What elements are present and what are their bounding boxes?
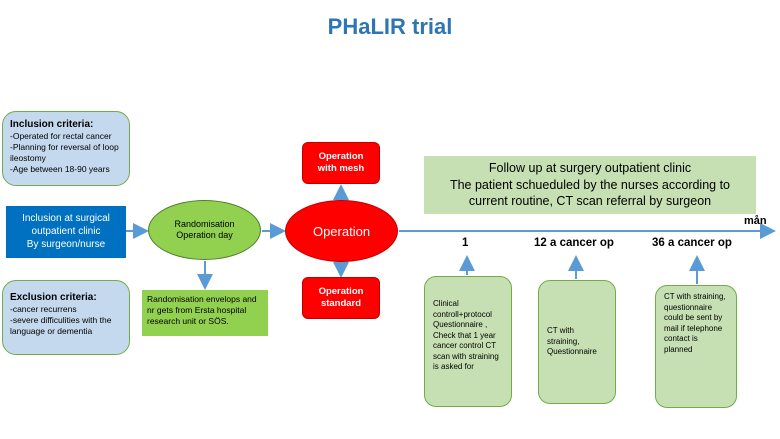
followup-box-12-text: CT with straining, Questionnaire [547, 326, 597, 357]
timeline-point-12: 12 a cancer op [534, 237, 614, 249]
operation-standard-box: Operation standard [302, 277, 380, 319]
exclusion-criteria-heading: Exclusion criteria: [10, 292, 97, 303]
inclusion-criteria-item: -Age between 18-90 years [10, 164, 110, 174]
timeline-point-1: 1 [462, 237, 469, 249]
followup-line1: Follow up at surgery outpatient clinic [488, 161, 692, 175]
inclusion-criteria-heading: Inclusion criteria: [10, 119, 94, 130]
operation-mesh-line1: Operation [318, 151, 364, 162]
operation-standard-line2: standard [320, 298, 362, 309]
followup-box-36-months: CT with straining, questionnaire could b… [655, 285, 737, 408]
timeline-point-36: 36 a cancer op [652, 237, 732, 249]
followup-line2: The patient schueduled by the nurses acc… [449, 177, 731, 209]
inclusion-criteria-item: -Planning for reversal of loop ileostomy [10, 142, 119, 163]
randomisation-line2: Operation day [176, 230, 233, 240]
followup-box-1-month: Clinical controll+protocol Questionnaire… [424, 276, 512, 407]
exclusion-criteria-box: Exclusion criteria: -cancer recurrens -s… [2, 280, 130, 355]
inclusion-clinic-box: Inclusion at surgical outpatient clinic … [6, 206, 126, 258]
inclusion-criteria-item: -Operated for rectal cancer [10, 131, 112, 141]
operation-with-mesh-box: Operation with mesh [302, 142, 380, 184]
exclusion-criteria-item: -severe difficulities with the language … [10, 315, 112, 336]
inclusion-criteria-box: Inclusion criteria: -Operated for rectal… [2, 111, 130, 186]
randomisation-ellipse: Randomisation Operation day [148, 200, 261, 260]
followup-box-12-months: CT with straining, Questionnaire [538, 280, 616, 404]
randomisation-note-box: Randomisation envelops and nr gets from … [142, 290, 268, 336]
inclusion-clinic-line1: Inclusion at surgical outpatient clinic [22, 213, 110, 237]
randomisation-line1: Randomisation [174, 219, 235, 229]
operation-ellipse: Operation [285, 200, 398, 262]
operation-standard-line1: Operation [318, 286, 364, 297]
inclusion-clinic-line2: By surgeon/nurse [26, 239, 106, 250]
page-title: PHaLIR trial [327, 14, 453, 39]
exclusion-criteria-item: -cancer recurrens [10, 304, 77, 314]
followup-box: Follow up at surgery outpatient clinic T… [424, 156, 756, 214]
timeline-unit-label: mån [744, 215, 767, 227]
operation-mesh-line2: with mesh [317, 163, 365, 174]
